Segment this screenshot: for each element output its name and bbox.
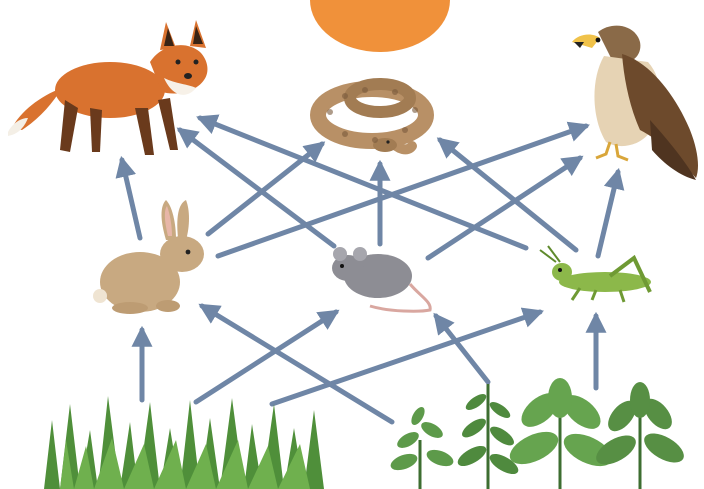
mouse-icon [332, 247, 430, 311]
grass-icon [44, 396, 324, 489]
leafy-plants-icon [388, 378, 688, 489]
sun-icon [310, 0, 450, 52]
arrow-grasshopper-to-hawk [598, 172, 618, 256]
arrow-rabbit-to-fox [122, 160, 140, 238]
snake-icon [318, 84, 426, 152]
arrow-plants-to-mouse [436, 316, 488, 382]
arrow-plants-to-rabbit [202, 306, 392, 422]
hawk-icon [572, 26, 698, 180]
fox-icon [8, 20, 207, 155]
rabbit-icon [93, 200, 204, 314]
arrow-grasshopper-to-snake [440, 140, 576, 250]
arrow-mouse-to-fox [180, 130, 334, 246]
grasshopper-icon [540, 246, 651, 302]
